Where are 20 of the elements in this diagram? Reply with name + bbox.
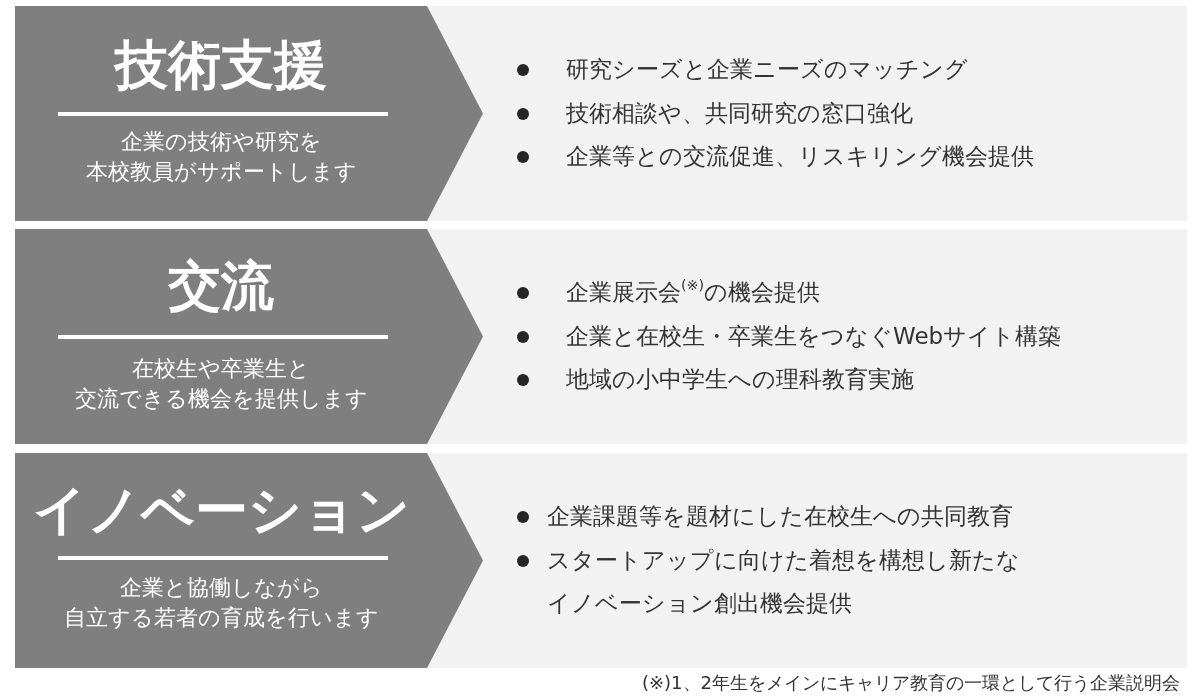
panel-title: 交流 [167, 256, 275, 316]
panel-title: 技術支援 [112, 35, 328, 95]
bullet-text: 企業課題等を題材にした在校生への共同教育 [547, 502, 1013, 532]
bullet-text: スタートアップに向けた着想を構想し新たなイノベーション創出機会提供 [547, 545, 1020, 619]
chevron-panel [15, 453, 483, 668]
bullet-text: 企業展示会$^{(※)}$の機会提供 [566, 276, 821, 308]
chevron-panel [15, 6, 483, 221]
content-panel [427, 229, 1187, 444]
chevron-panel [15, 229, 483, 444]
panel-subtitle: 企業と協働しながら自立する若者の育成を行います [62, 574, 380, 632]
bullet-text: 企業と在校生・卒業生をつなぐWebサイト構築 [566, 321, 1062, 351]
panel-title: イノベーション [31, 480, 411, 540]
bullet-text: 技術相談や、共同研究の窓口強化 [566, 98, 913, 128]
panel-subtitle: 企業の技術や研究を本校教員がサポートします [84, 128, 358, 186]
content-panel [427, 453, 1187, 668]
bullet-text: 研究シーズと企業ニーズのマッチング [566, 55, 968, 85]
bullet-text: 地域の小中学生への理科教育実施 [566, 365, 914, 395]
panel-subtitle: 在校生や卒業生と交流できる機会を提供します [73, 355, 369, 413]
content-panel [427, 6, 1187, 221]
bullet-text: 企業等との交流促進、リスキリング機会提供 [566, 142, 1034, 172]
